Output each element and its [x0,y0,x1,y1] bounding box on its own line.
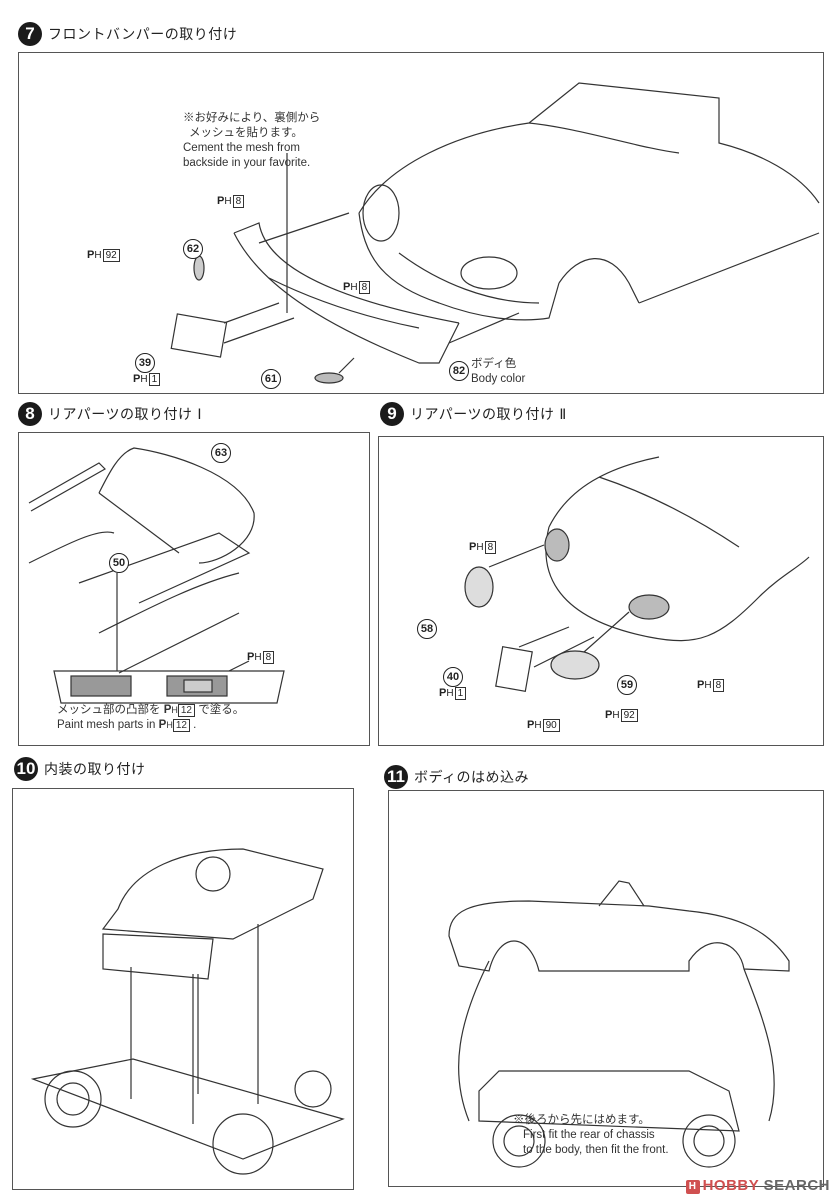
note-jp-line: ※お好みにより、裏側から [183,112,321,124]
step-number-badge: 10 [14,757,38,781]
license-frame-40 [495,646,533,692]
note-jp-line: メッシュを貼ります。 [189,127,303,139]
part-number: 82 [449,361,469,381]
step-7-panel: ※お好みにより、裏側から メッシュを貼ります。 Cement the mesh … [18,52,824,394]
bumper-part-82 [233,232,460,364]
step-10-header: 10 内装の取り付け [14,757,146,781]
part-number: 61 [261,369,281,389]
steering-wheel [195,856,231,892]
part-number: 58 [417,619,437,639]
lens-59 [550,650,600,680]
note-en-line: backside in your favorite. [183,157,311,169]
chassis-side [478,1070,740,1132]
lamp-61 [314,372,344,384]
headlight-left [362,184,400,242]
mesh-grille-50 [53,670,285,704]
interior-tub [101,848,324,940]
car-body-outline [358,82,820,214]
lamp-62 [193,255,205,281]
note-en-line: First fit the rear of chassis [523,1129,655,1141]
note-en-line: to the body, then fit the front. [523,1144,669,1156]
headlight-right [460,256,518,290]
step-7-header: 7 フロントバンパーの取り付け [18,22,237,46]
body-color-jp: ボディ色 [471,358,517,370]
step-title: ボディのはめ込み [414,770,530,786]
step-title: リアパーツの取り付け Ⅱ [410,407,567,423]
front-bumper-diagram [170,82,820,384]
part-number: 40 [443,667,463,687]
car-body-side [448,900,790,972]
interior-diagram [30,848,345,1175]
step-11-panel: ※後ろから先にはめます。 First fit the rear of chass… [388,790,824,1187]
lens-58 [464,566,494,608]
license-frame-39 [170,313,228,358]
body-fitting-diagram [448,880,790,1168]
fit-note: ※後ろから先にはめます。 First fit the rear of chass… [513,1113,669,1158]
step-11-header: 11 ボディのはめ込み [384,765,529,789]
arrow [258,212,350,244]
tail-lamp-left [544,528,570,562]
step-number-badge: 9 [380,402,404,426]
chassis [30,1058,345,1160]
tail-lamp-right [628,594,670,620]
rear-parts-1-diagram [28,447,285,704]
step-title: フロントバンパーの取り付け [48,27,238,43]
note-en-line: Cement the mesh from [183,142,300,154]
part-number: 63 [211,443,231,463]
rear-parts-2-diagram [464,456,810,692]
step-number-badge: 8 [18,402,42,426]
step-title: 内装の取り付け [44,762,146,778]
part-number: 39 [135,353,155,373]
step-number-badge: 11 [384,765,408,789]
watermark-brand: HOBBY [702,1177,759,1194]
part-number: 59 [617,675,637,695]
part-number: 50 [109,553,129,573]
step-title: リアパーツの取り付け Ⅰ [48,407,203,423]
note-jp-line: ※後ろから先にはめます。 [513,1114,650,1126]
step-number-badge: 7 [18,22,42,46]
step-9-header: 9 リアパーツの取り付け Ⅱ [380,402,567,426]
body-color-en: Body color [471,373,526,385]
body-color-note: ボディ色 Body color [471,357,525,387]
hobby-search-icon: H [685,1180,700,1194]
watermark-brand: SEARCH [763,1177,830,1194]
step-8-header: 8 リアパーツの取り付け Ⅰ [18,402,202,426]
part-number: 62 [183,239,203,259]
step-10-panel [12,788,354,1190]
mesh-note: ※お好みにより、裏側から メッシュを貼ります。 Cement the mesh … [183,111,320,171]
